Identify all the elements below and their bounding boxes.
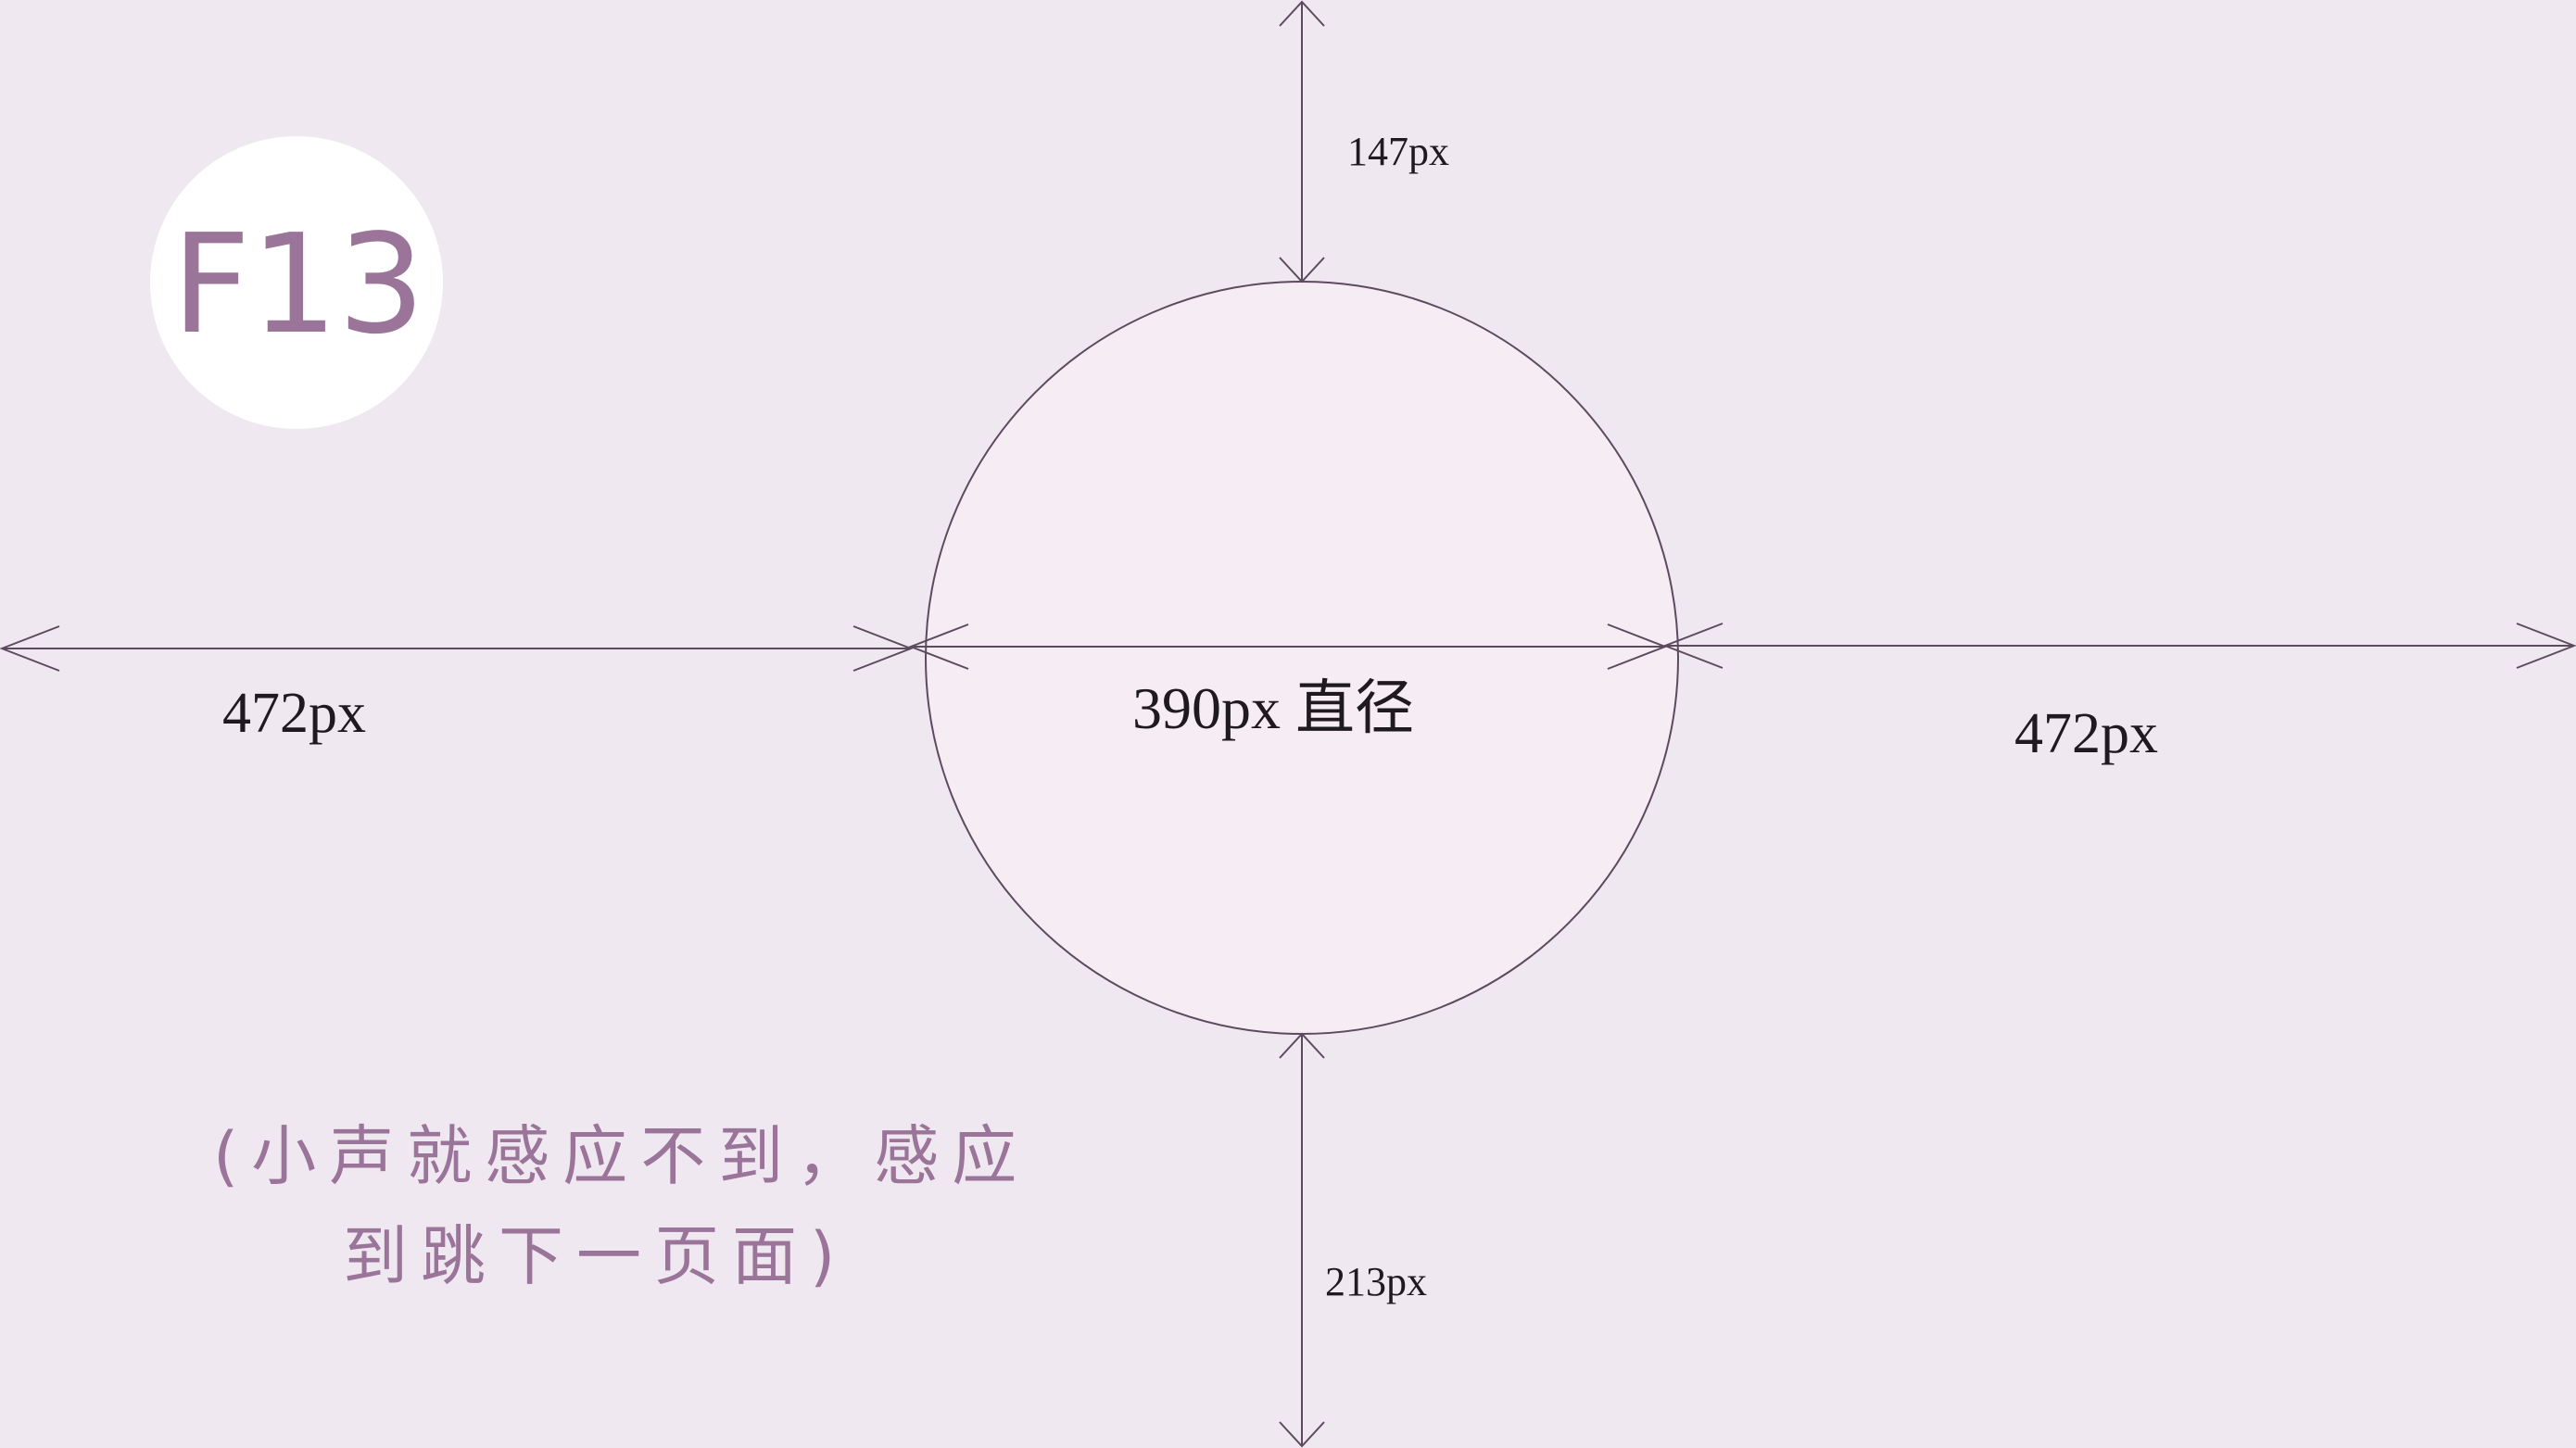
note-line-1: (小声就感应不到，感应 (213, 1118, 1029, 1194)
right-margin-label: 472px (2014, 702, 2158, 765)
bottom-margin-arrow (1279, 1032, 1325, 1448)
diameter-label: 390px 直径 (1132, 675, 1414, 741)
badge-circle (150, 136, 443, 429)
top-margin-arrow (1279, 0, 1325, 283)
bottom-margin-label: 213px (1325, 1259, 1427, 1304)
note-line-2: 到跳下一页面) (343, 1218, 848, 1294)
left-margin-label: 472px (222, 682, 366, 745)
badge-label: F13 (171, 205, 424, 364)
sensor-circle (925, 281, 1679, 1035)
left-margin-arrow (0, 625, 914, 672)
top-margin-label: 147px (1347, 129, 1449, 174)
right-margin-arrow (1662, 623, 2576, 669)
